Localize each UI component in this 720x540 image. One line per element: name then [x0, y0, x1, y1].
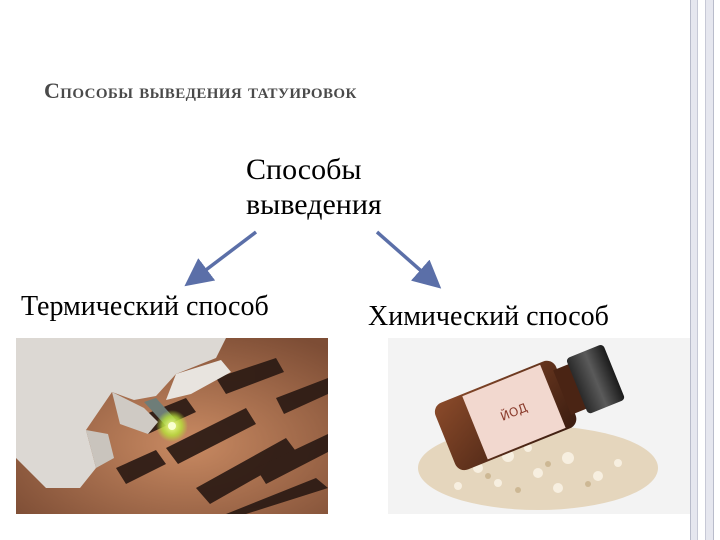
center-label-line-2: выведения: [246, 188, 382, 221]
thermal-method-label: Термический способ: [21, 291, 269, 322]
arrow-right: [375, 230, 442, 289]
center-label: Способы выведения: [246, 152, 382, 222]
iodine-bottle-with-salt-photo: ЙОД: [388, 338, 690, 514]
tattoo-laser-removal-photo: [16, 338, 328, 514]
chemical-method-label: Химический способ: [368, 301, 609, 332]
right-border-inner-line: [697, 0, 706, 540]
slide-title: Способы выведения татуировок: [44, 78, 357, 103]
center-label-line-1: Способы: [246, 153, 362, 186]
arrow-left: [184, 230, 258, 287]
